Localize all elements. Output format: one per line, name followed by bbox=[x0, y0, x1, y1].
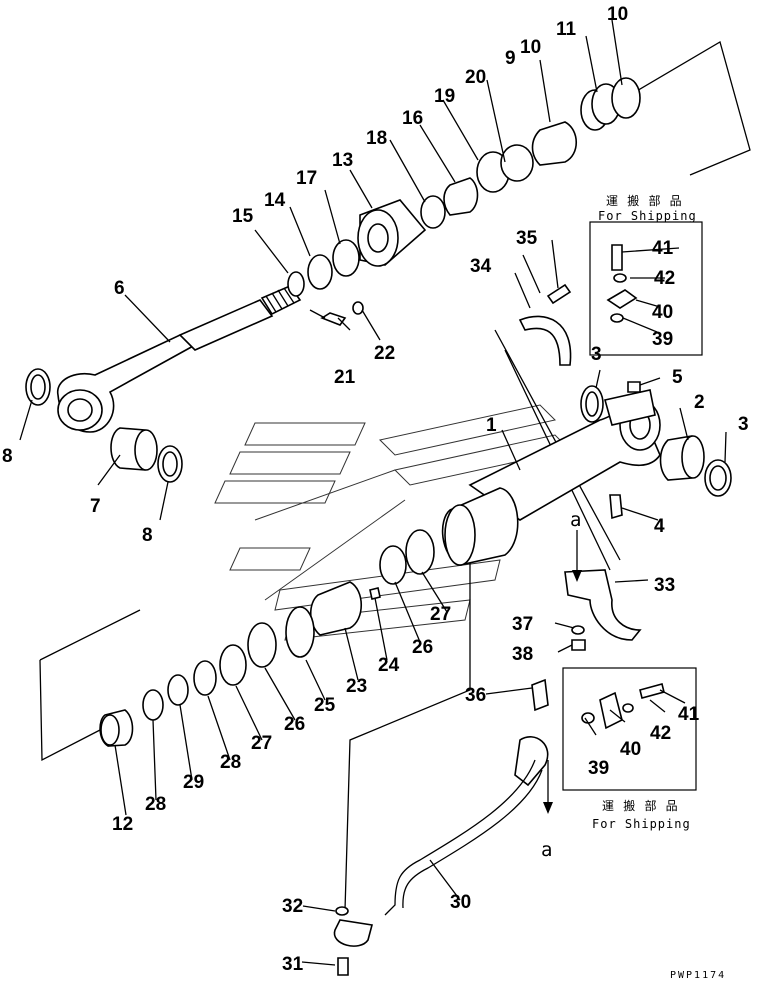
part-label: 13 bbox=[332, 150, 353, 171]
part-label: 19 bbox=[434, 86, 455, 107]
part-label: 42 bbox=[654, 268, 675, 289]
cylinder-tube bbox=[468, 389, 661, 521]
part-label: 38 bbox=[512, 644, 533, 665]
cylinder-head bbox=[287, 77, 641, 297]
part-label: 6 bbox=[114, 278, 125, 299]
part-label: 32 bbox=[282, 896, 303, 917]
part-label: 41 bbox=[652, 238, 674, 259]
drawing-code: PWP1174 bbox=[670, 970, 726, 981]
part-label: 39 bbox=[588, 758, 609, 779]
part-label: 20 bbox=[465, 67, 486, 88]
part-label: 27 bbox=[251, 733, 272, 754]
part-label: 27 bbox=[430, 604, 451, 625]
leader-lines bbox=[19, 19, 727, 966]
view-marker-top: a bbox=[570, 509, 581, 531]
view-arrows bbox=[543, 530, 582, 814]
bracket-lines bbox=[39, 41, 751, 911]
part-label: 18 bbox=[366, 128, 387, 149]
part-label: 33 bbox=[654, 575, 675, 596]
part-label: 24 bbox=[378, 655, 400, 676]
part-label: 29 bbox=[183, 772, 204, 793]
part-label: 16 bbox=[402, 108, 423, 129]
part-label: 35 bbox=[516, 228, 538, 249]
part-label: 14 bbox=[264, 190, 286, 211]
part-label: 5 bbox=[672, 367, 683, 388]
part-label: 31 bbox=[282, 954, 304, 975]
part-label: 30 bbox=[450, 892, 471, 913]
part-label: 36 bbox=[465, 685, 486, 706]
part-label: 8 bbox=[2, 446, 13, 467]
part-label: 26 bbox=[284, 714, 305, 735]
piston bbox=[142, 487, 519, 721]
part-label: 39 bbox=[652, 329, 673, 350]
shipping-note-jp-bottom: 運 搬 部 品 bbox=[602, 798, 679, 813]
part-label: 41 bbox=[678, 704, 700, 725]
part-label: 3 bbox=[591, 344, 602, 365]
shipping-box-bottom bbox=[562, 667, 697, 791]
hose-30 bbox=[333, 678, 549, 976]
shipping-note-jp-top: 運 搬 部 品 bbox=[606, 193, 683, 208]
part-label: 10 bbox=[520, 37, 541, 58]
part-label: 22 bbox=[374, 343, 395, 364]
bushing-7 bbox=[110, 427, 158, 471]
part-label: 2 bbox=[694, 392, 705, 413]
part-label: 1 bbox=[486, 415, 497, 436]
part-label: 21 bbox=[334, 367, 356, 388]
rings-8 bbox=[25, 368, 183, 483]
clamps bbox=[518, 283, 642, 651]
part-label: 3 bbox=[738, 414, 749, 435]
view-markers: a a bbox=[541, 509, 581, 861]
part-label: 11 bbox=[556, 19, 577, 40]
piston-rod bbox=[57, 285, 302, 433]
part-label: 42 bbox=[650, 723, 671, 744]
shipping-note-en-top: For Shipping bbox=[598, 209, 697, 223]
part-label: 34 bbox=[470, 256, 492, 277]
part-label: 28 bbox=[220, 752, 241, 773]
part-label: 23 bbox=[346, 676, 367, 697]
part-label: 4 bbox=[654, 516, 665, 537]
part-label: 28 bbox=[145, 794, 166, 815]
part-label: 8 bbox=[142, 525, 153, 546]
part-label: 37 bbox=[512, 614, 533, 635]
view-marker-bottom: a bbox=[541, 839, 552, 861]
part-label: 9 bbox=[505, 48, 516, 69]
part-label: 12 bbox=[112, 814, 133, 835]
part-label: 40 bbox=[652, 302, 673, 323]
grease-fitting bbox=[609, 381, 641, 520]
bolt-and-washer bbox=[320, 301, 364, 326]
part-label: 17 bbox=[296, 168, 317, 189]
part-label: 10 bbox=[607, 4, 628, 25]
part-label: 40 bbox=[620, 739, 641, 760]
bushing-2 bbox=[580, 385, 732, 497]
part-label: 26 bbox=[412, 637, 433, 658]
shipping-notes: 運 搬 部 品 For Shipping 運 搬 部 品 For Shippin… bbox=[592, 193, 697, 831]
shipping-box-top bbox=[589, 221, 703, 356]
nut-12 bbox=[99, 709, 134, 747]
part-label: 25 bbox=[314, 695, 336, 716]
shipping-note-en-bottom: For Shipping bbox=[592, 817, 691, 831]
part-label: 7 bbox=[90, 496, 101, 517]
part-labels: 1 2 3 3 4 5 6 7 8 8 9 10 10 11 12 13 14 … bbox=[2, 4, 749, 975]
part-label: 15 bbox=[232, 206, 254, 227]
